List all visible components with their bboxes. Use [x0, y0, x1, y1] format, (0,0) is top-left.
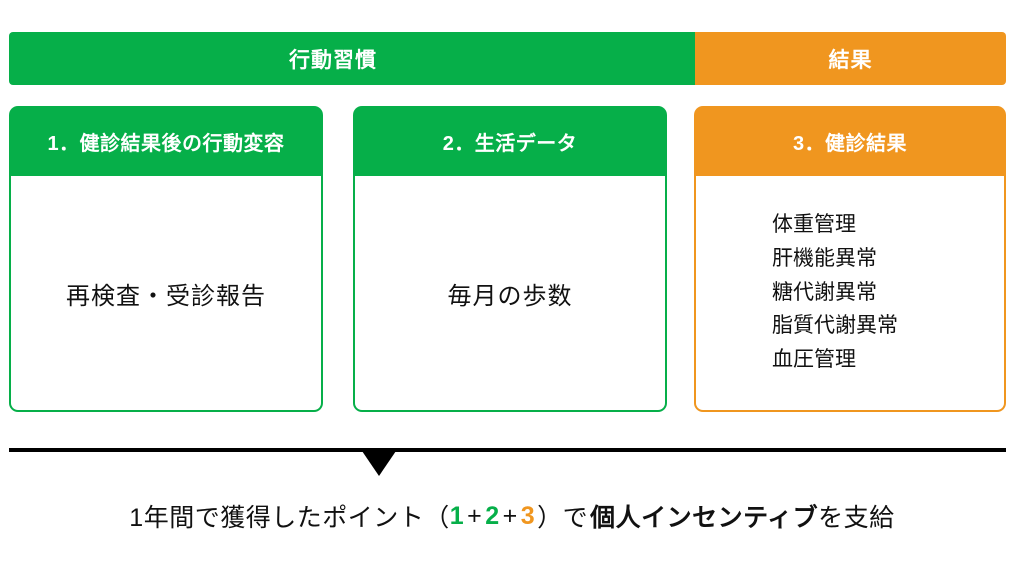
card-2-body-text: 毎月の歩数	[447, 282, 573, 310]
caption-emphasis: 個人インセンティブ	[590, 504, 819, 532]
process-banner: 行動習慣 結果	[9, 32, 1006, 85]
banner-green-segment	[9, 32, 695, 85]
card-2[interactable]: 2．生活データ 毎月の歩数	[353, 106, 667, 412]
caption-plus-1: +	[467, 501, 483, 530]
card-1-body-text: 再検査・受診報告	[66, 282, 266, 310]
caption-close-paren: ）で	[537, 504, 589, 532]
card-1-header: 1．健診結果後の行動変容	[9, 106, 323, 176]
caption-num-2: 2	[485, 501, 500, 530]
card-1[interactable]: 1．健診結果後の行動変容 再検査・受診報告	[9, 106, 323, 412]
card-3-body: 体重管理肝機能異常糖代謝異常脂質代謝異常血圧管理	[694, 176, 1006, 412]
card-1-body: 再検査・受診報告	[9, 176, 323, 412]
list-item: 肝機能異常	[772, 246, 877, 270]
divider-line	[9, 448, 1006, 452]
card-3[interactable]: 3．健診結果 体重管理肝機能異常糖代謝異常脂質代謝異常血圧管理	[694, 106, 1006, 412]
caption-num-1: 1	[449, 501, 465, 530]
card-3-header: 3．健診結果	[694, 106, 1006, 176]
card-2-header: 2．生活データ	[353, 106, 667, 176]
list-item: 脂質代謝異常	[772, 314, 898, 338]
card-3-item-list: 体重管理肝機能異常糖代謝異常脂質代謝異常血圧管理	[696, 212, 1004, 374]
caption-suffix: を支給	[818, 504, 895, 532]
summary-caption: 1年間で獲得したポイント（ 1 + 2 + 3 ）で 個人インセンティブ を支給	[0, 494, 1024, 538]
list-item: 糖代謝異常	[772, 280, 877, 304]
banner-right-label: 結果	[828, 48, 873, 72]
banner-orange-segment	[695, 32, 1006, 85]
triangle-down-icon	[362, 451, 396, 476]
card-2-body: 毎月の歩数	[353, 176, 667, 412]
caption-plus-2: +	[502, 501, 518, 530]
list-item: 血圧管理	[772, 348, 856, 372]
caption-num-3: 3	[520, 501, 536, 530]
banner-left-label: 行動習慣	[289, 48, 377, 72]
caption-prefix: 1年間で獲得したポイント（	[129, 504, 450, 532]
list-item: 体重管理	[772, 212, 856, 236]
